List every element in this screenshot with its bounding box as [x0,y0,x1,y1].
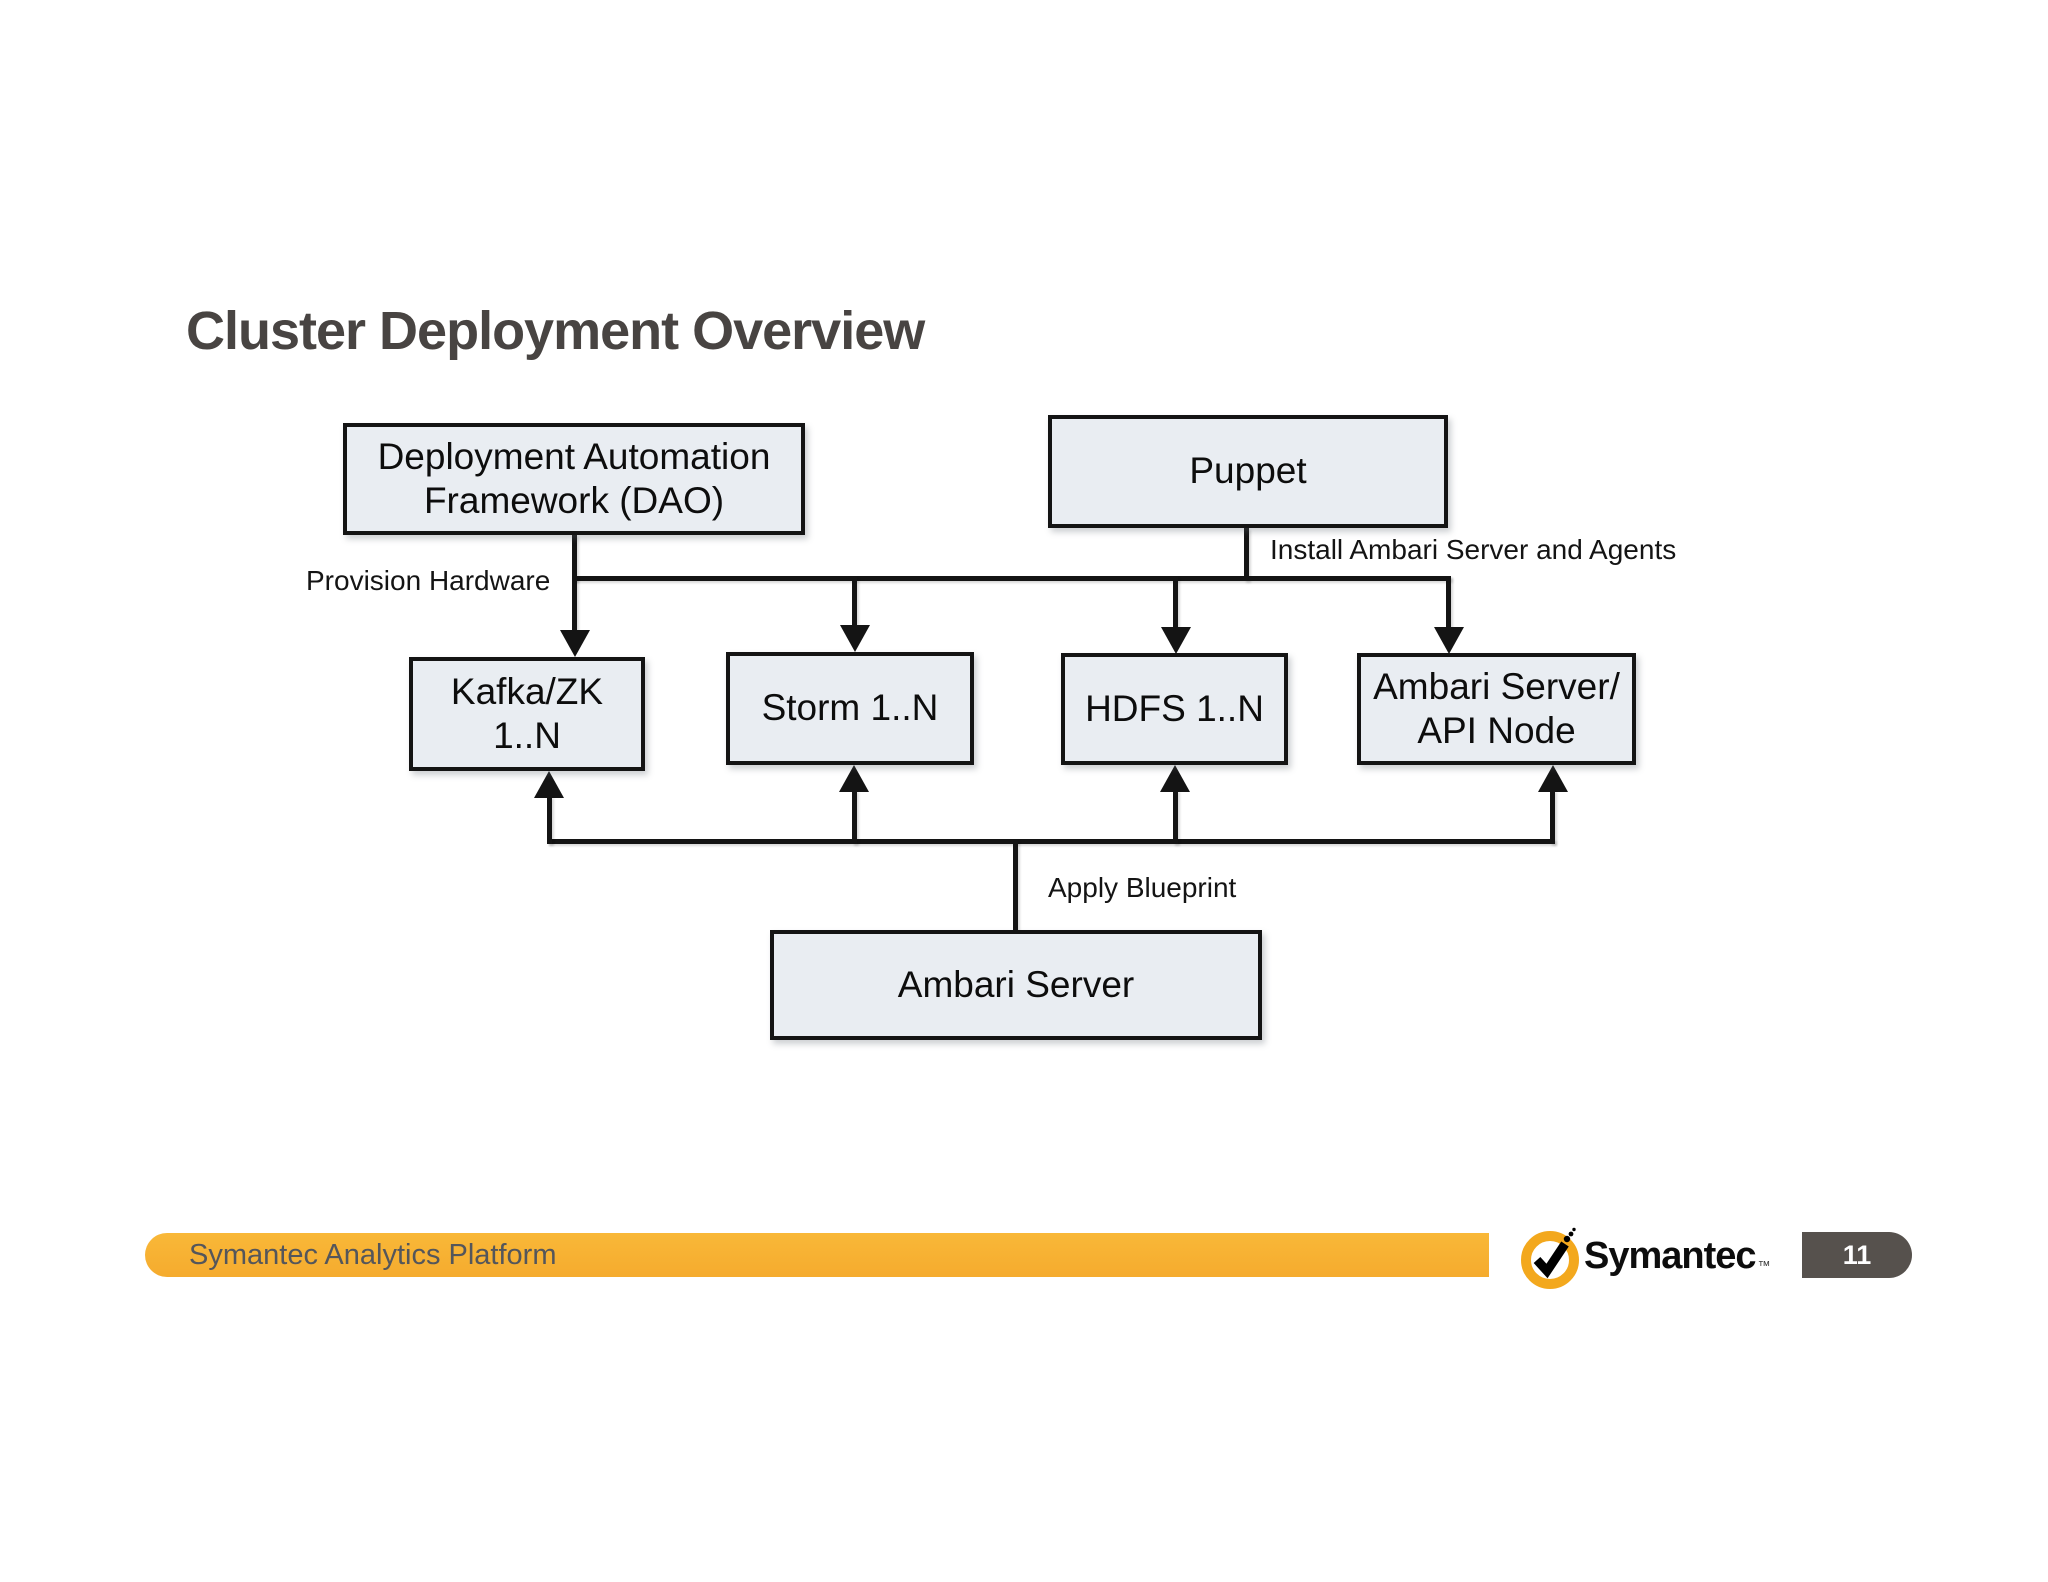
page-number-badge: 11 [1802,1232,1912,1278]
node-ambari-server: Ambari Server [770,930,1262,1040]
arrow-down-hdfs-icon [1161,627,1191,654]
node-label: API Node [1417,710,1576,751]
node-puppet: Puppet [1048,415,1448,528]
node-label: Ambari Server/ [1373,665,1620,707]
page-number: 11 [1842,1239,1872,1270]
symantec-wordmark-text: Symantec [1584,1234,1757,1277]
node-hdfs: HDFS 1..N [1061,653,1288,765]
symantec-wordmark: Symantec ™ [1584,1233,1771,1279]
arrow-down-storm-icon [840,625,870,652]
connector-puppet-drop [1244,528,1249,581]
connector-to-hdfs [1173,576,1178,627]
arrow-up-kafka-icon [534,771,564,798]
footer-banner-label: Symantec Analytics Platform [189,1238,557,1271]
page-title: Cluster Deployment Overview [186,301,925,361]
label-apply-blueprint: Apply Blueprint [1048,872,1237,903]
node-label: Puppet [1189,450,1307,492]
label-install-ambari: Install Ambari Server and Agents [1270,534,1677,565]
connector-top-bus [572,576,1451,581]
connector-to-kafka [572,576,577,630]
node-label: Ambari Server [897,963,1135,1005]
label-provision-hardware: Provision Hardware [306,565,551,596]
connector-dao-drop [572,535,577,581]
node-deployment-automation-framework: Deployment Automation Framework (DAO) [343,423,805,535]
connector-from-ambari-kafka [547,796,552,844]
connector-from-ambari-storm [852,790,857,844]
node-label: Storm 1..N [761,687,939,729]
footer-banner: Symantec Analytics Platform [145,1233,1489,1277]
node-ambari-server-api-node: Ambari Server/ API Node [1357,653,1636,765]
node-label: Framework (DAO) [423,480,725,521]
node-label: 1..N [493,715,561,756]
arrow-down-api-icon [1434,627,1464,654]
symantec-logo-icon [1521,1227,1579,1289]
node-storm: Storm 1..N [726,652,974,765]
connector-from-ambari-api [1550,790,1555,844]
node-label: Kafka/ZK [450,670,604,712]
arrow-up-storm-icon [839,765,869,792]
connector-to-api [1446,576,1451,627]
arrow-down-kafka-icon [560,630,590,657]
node-label: HDFS 1..N [1085,687,1264,729]
arrow-up-hdfs-icon [1160,765,1190,792]
connector-bottom-bus [547,839,1555,844]
connector-to-storm [852,576,857,625]
connector-ambari-drop [1013,839,1018,930]
node-label: Deployment Automation [377,435,771,477]
connector-from-ambari-hdfs [1173,790,1178,844]
node-kafka-zk: Kafka/ZK 1..N [409,657,645,771]
arrow-up-api-icon [1538,765,1568,792]
trademark-symbol: ™ [1757,1258,1771,1273]
